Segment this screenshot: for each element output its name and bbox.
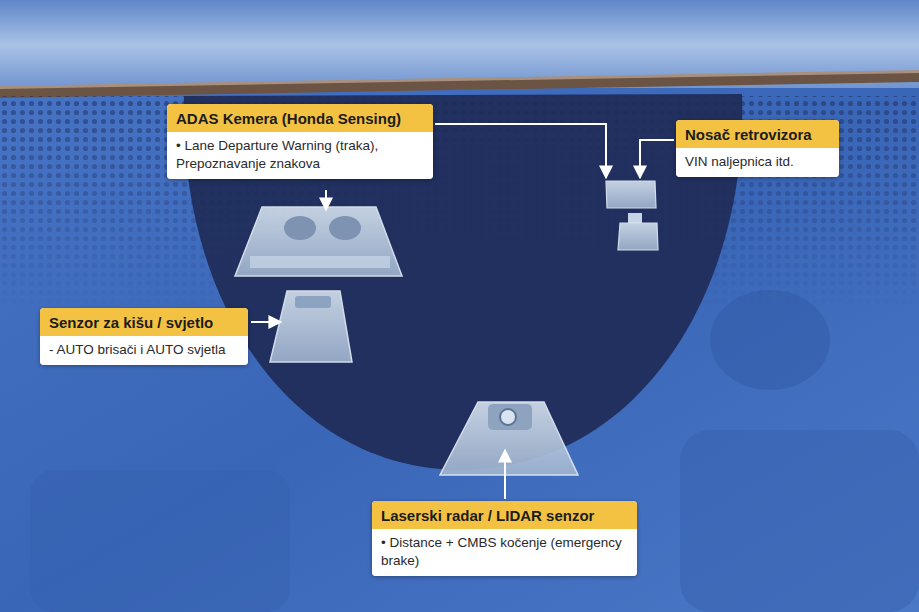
headrest: [710, 290, 830, 390]
lidar-sensor: [440, 402, 578, 475]
leader-arrow: [251, 321, 281, 323]
callout-title: Senzor za kišu / svjetlo: [40, 308, 248, 336]
callout-box: Nosač retrovizoraVIN naljepnica itd.: [676, 120, 839, 177]
leader-arrow: [504, 450, 506, 499]
callout-title: ADAS Kemera (Honda Sensing): [167, 104, 433, 132]
leader-arrow: [325, 190, 327, 210]
mirror-mount: [606, 181, 656, 208]
callout-title: Laserski radar / LIDAR senzor: [372, 501, 637, 529]
rain-sensor: [270, 291, 352, 362]
callout-description: - AUTO brisači i AUTO svjetla: [40, 336, 248, 365]
leader-arrow: [435, 124, 606, 178]
callout-description: VIN naljepnica itd.: [676, 148, 839, 177]
rain-sensor-window: [295, 296, 331, 308]
lidar-lens: [500, 409, 516, 425]
camera-lens: [329, 216, 361, 240]
callout-title: Nosač retrovizora: [676, 120, 839, 148]
callout-description: • Distance + CMBS kočenje (emergency bra…: [372, 529, 637, 576]
mirror-mount-clip: [628, 213, 642, 223]
roof-highlight: [0, 70, 919, 89]
callout-description: • Lane Departure Warning (traka), Prepoz…: [167, 132, 433, 179]
callout-box: ADAS Kemera (Honda Sensing)• Lane Depart…: [167, 104, 433, 179]
callout-box: Laserski radar / LIDAR senzor• Distance …: [372, 501, 637, 576]
bracket-base: [250, 256, 390, 268]
glass: [0, 88, 919, 612]
camera-bracket: [235, 207, 402, 276]
seat: [680, 430, 919, 612]
lidar-window: [488, 404, 532, 430]
dashboard: [30, 470, 290, 612]
mirror-mount-base: [618, 223, 658, 250]
callout-box: Senzor za kišu / svjetlo- AUTO brisači i…: [40, 308, 248, 365]
leader-arrow: [640, 140, 674, 178]
camera-lens: [284, 216, 316, 240]
